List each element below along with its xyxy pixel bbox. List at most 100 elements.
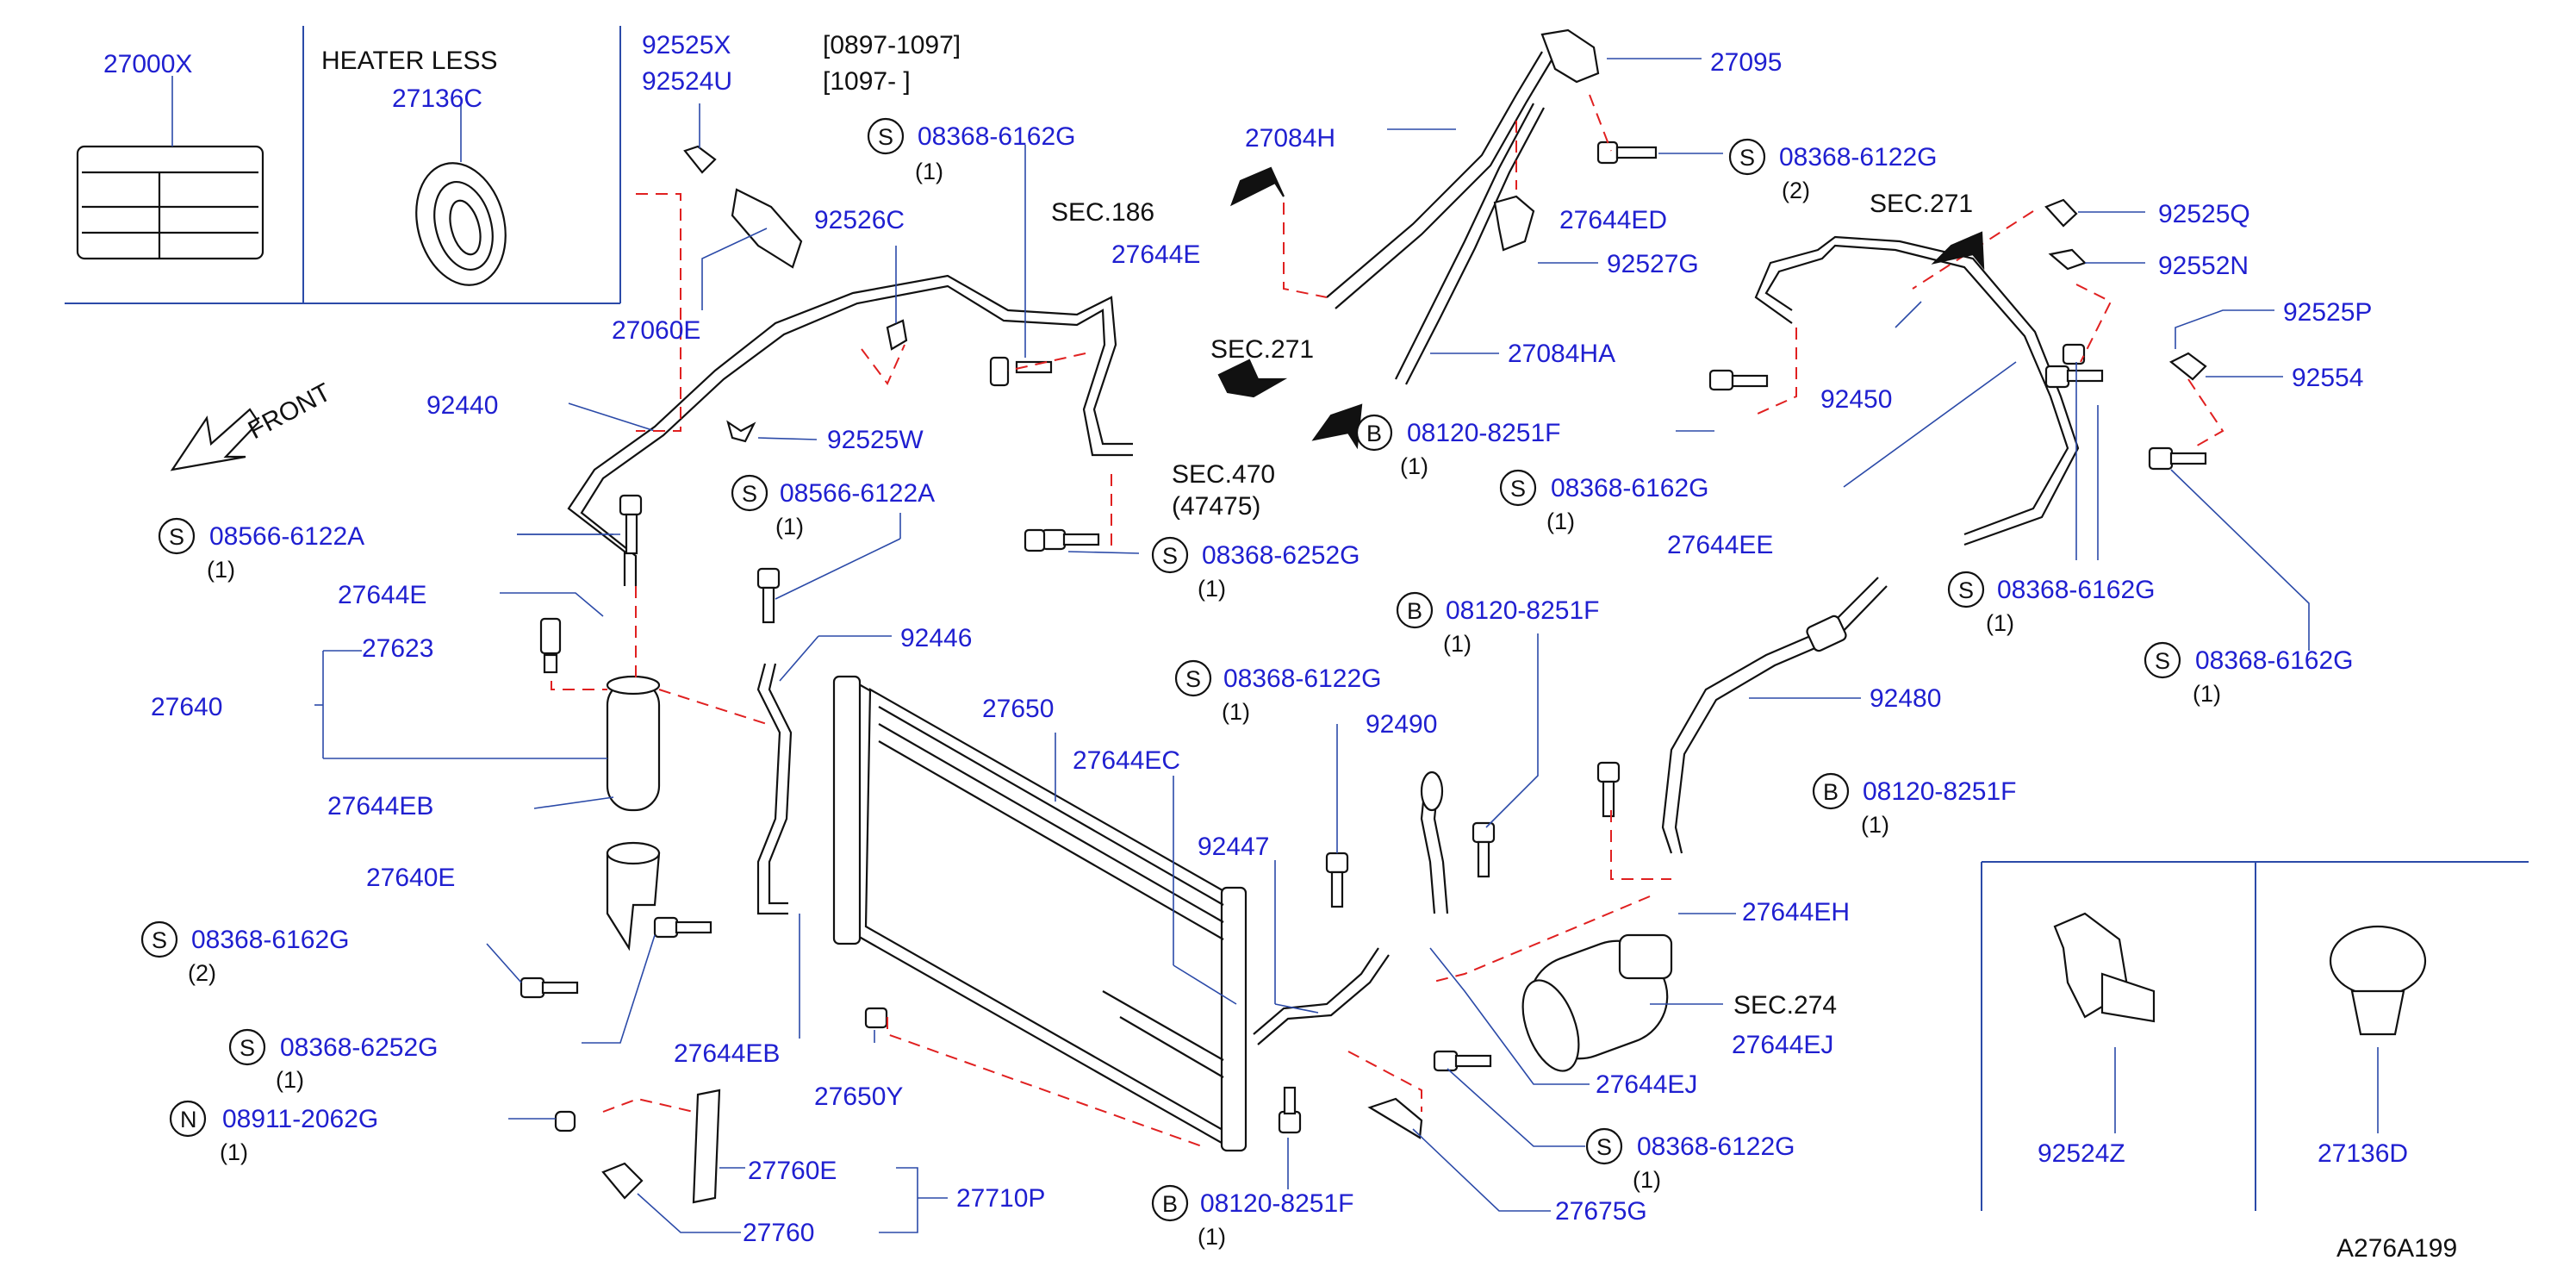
part-92554: 92554 [2292, 364, 2363, 392]
svg-text:N: N [180, 1107, 197, 1132]
sec-470: SEC.470 [1172, 460, 1275, 489]
pipe-92447-drawing [1253, 860, 1390, 1045]
clip-92527g-drawing [1493, 195, 1598, 264]
bolt-08566-6122a-mid: 08566-6122A [780, 479, 935, 508]
diagram-reference: A276A199 [2336, 1234, 2457, 1263]
qty-6162g-far: (1) [2193, 681, 2221, 707]
marker-s-6162g-right: S [1947, 571, 1985, 608]
bolt-08368-6122g-top: 08368-6122G [1779, 143, 1938, 172]
part-92450: 92450 [1820, 385, 1892, 414]
svg-text:S: S [2155, 648, 2170, 674]
marker-s-6252g-left: S [228, 1028, 266, 1066]
svg-text:S: S [1596, 1134, 1612, 1160]
marker-s-6252g-mid: S [1151, 536, 1189, 574]
bracket-27060e-drawing [701, 188, 803, 310]
marker-s-6162g-mid: S [1499, 469, 1537, 507]
qty-b-right: (1) [1861, 812, 1889, 838]
qty-6252g-mid: (1) [1198, 576, 1226, 602]
clip-92524z-drawing [2053, 912, 2156, 1133]
part-27760: 27760 [743, 1219, 814, 1247]
qty-6162g-left: (2) [188, 960, 216, 986]
bracket-27640e-drawing [606, 841, 661, 951]
part-27060e: 27060E [612, 316, 700, 345]
top-left-inset-frame [65, 26, 621, 304]
bolt-08368-6122g-bottom: 08368-6122G [1637, 1132, 1795, 1161]
clips-right-drawing [2044, 198, 2283, 381]
qty-6122a-left: (1) [207, 557, 235, 583]
svg-text:S: S [1510, 476, 1526, 502]
bolt-08368-6162g-mid: 08368-6162G [1551, 474, 1709, 502]
part-27644ej-b: 27644EJ [1596, 1070, 1697, 1099]
nut-08911-2062g: 08911-2062G [222, 1105, 378, 1133]
part-27650: 27650 [982, 695, 1054, 723]
marker-s-6162g-far: S [2144, 641, 2181, 679]
bolt-08368-6162g-far: 08368-6162G [2195, 646, 2354, 675]
marker-b-top: B [1355, 414, 1393, 452]
part-27644e-top: 27644E [1111, 240, 1200, 269]
svg-text:B: B [1162, 1191, 1178, 1217]
part-27760e: 27760E [748, 1157, 837, 1185]
part-92440: 92440 [426, 391, 498, 420]
marker-s-6122g-mid: S [1174, 659, 1212, 697]
sec-271-top: SEC.271 [1870, 190, 1973, 218]
marker-s-6122a-mid: S [731, 474, 768, 512]
section-arrows [1217, 166, 1985, 450]
part-27136c: 27136C [392, 84, 482, 113]
svg-text:S: S [1739, 145, 1755, 171]
clip-92525w-drawing [726, 420, 818, 443]
bolt-08368-6122g-mid: 08368-6122G [1223, 664, 1382, 693]
qty-n: (1) [220, 1139, 248, 1165]
pipe-92446-drawing [756, 635, 892, 915]
part-92525q: 92525Q [2158, 200, 2250, 228]
qty-6252g-left: (1) [276, 1067, 304, 1093]
part-92526c: 92526C [814, 206, 905, 234]
part-27640: 27640 [151, 693, 222, 721]
label-plate-drawing [76, 76, 264, 260]
part-92524u: 92524U [642, 67, 732, 96]
part-92490: 92490 [1366, 710, 1437, 739]
assembly-dashed-lines [551, 94, 2224, 1147]
qty-6122g-mid: (1) [1222, 699, 1250, 725]
part-27084ha: 27084HA [1508, 340, 1615, 368]
bracket-27760e-drawing [601, 1089, 948, 1233]
bolts [486, 140, 2310, 1147]
part-27644e-left: 27644E [338, 581, 426, 609]
part-27650y: 27650Y [814, 1082, 903, 1111]
bolt-08368-6252g-left: 08368-6252G [280, 1033, 439, 1062]
marker-n: N [169, 1100, 207, 1138]
qty-b-top: (1) [1400, 453, 1428, 479]
svg-text:B: B [1823, 779, 1839, 805]
svg-text:S: S [1185, 666, 1201, 692]
pipe-27084h-drawing [1326, 51, 1553, 385]
compressor-drawing [1521, 933, 1723, 1072]
bolt-08120-8251f-bottom: 08120-8251F [1200, 1189, 1353, 1218]
svg-text:B: B [1366, 421, 1382, 446]
svg-text:S: S [169, 524, 184, 550]
part-27644ed: 27644ED [1559, 206, 1667, 234]
date-range-1: [0897-1097] [823, 31, 961, 59]
receiver-drier-27640-drawing [314, 650, 661, 812]
part-27644eb-bottom: 27644EB [674, 1039, 780, 1068]
qty-6122a-mid: (1) [775, 514, 804, 540]
marker-s-6162g-left: S [140, 920, 178, 958]
svg-text:S: S [878, 124, 893, 150]
qty-top: (1) [915, 159, 943, 184]
clip-92525x-drawing [683, 103, 717, 174]
svg-text:S: S [1162, 543, 1178, 569]
part-92527g: 92527G [1607, 250, 1699, 278]
condenser-fins [878, 706, 1224, 1078]
part-27644ej-a: 27644EJ [1732, 1031, 1833, 1059]
pressure-switch-27623-drawing [539, 617, 562, 674]
part-92480: 92480 [1870, 684, 1941, 713]
bolt-08120-8251f-top: 08120-8251F [1407, 419, 1560, 447]
bracket-27675g-drawing [1367, 1097, 1551, 1212]
part-27095: 27095 [1710, 48, 1782, 77]
qty-6162g-right: (1) [1986, 610, 2014, 636]
svg-text:S: S [240, 1035, 255, 1061]
qty-b-bottom: (1) [1198, 1224, 1226, 1250]
part-92525p: 92525P [2283, 298, 2372, 327]
front-label: FRONT [244, 378, 336, 446]
part-27000x: 27000X [103, 50, 192, 78]
part-92446: 92446 [900, 624, 972, 652]
condenser-27650-drawing [832, 675, 1248, 1152]
